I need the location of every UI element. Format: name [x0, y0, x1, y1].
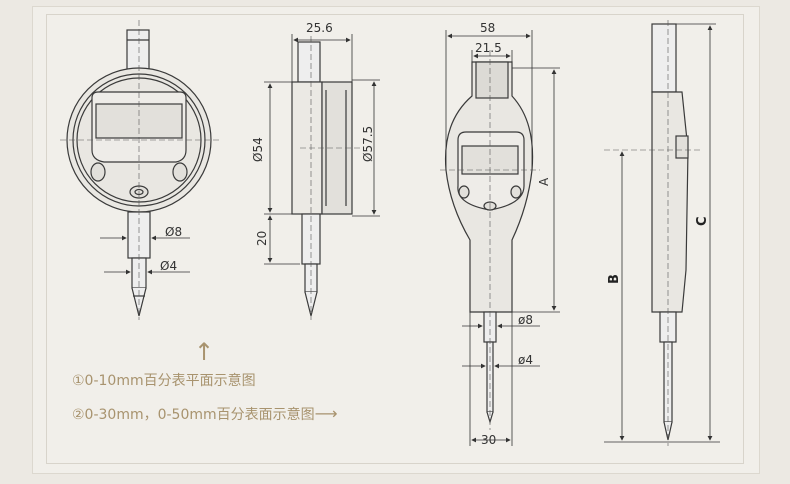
- dim-width-21-5: 21.5: [475, 41, 502, 55]
- dim-label-C: C: [695, 216, 710, 226]
- gauge-side-view-tall: [651, 23, 689, 441]
- caption-line-1-text: ①0-10mm百分表平面示意图: [72, 373, 256, 389]
- dim-height-20: 20: [255, 231, 269, 246]
- caption-line-1: ①0-10mm百分表平面示意图: [72, 370, 256, 390]
- dim-label-A: A: [537, 177, 551, 186]
- gauge-front-view-tall: [444, 61, 534, 425]
- up-arrow-icon: ↑: [194, 338, 214, 366]
- caption-line-2: ②0-30mm，0-50mm百分表面示意图⟶: [72, 404, 338, 424]
- dim-label-B: B: [607, 274, 622, 284]
- drawing-inner-border: [46, 14, 744, 464]
- gauge-side-view: [291, 41, 353, 317]
- dim-dia-4-small: Ø4: [160, 259, 177, 273]
- dim-width-58: 58: [480, 21, 495, 35]
- right-arrow-icon: ⟶: [314, 404, 338, 423]
- dim-dia-8-large: ø8: [518, 313, 533, 327]
- dim-dia-8-small: Ø8: [165, 225, 182, 239]
- caption-line-2-text: ②0-30mm，0-50mm百分表面示意图: [72, 407, 315, 423]
- dim-dia-57-5: Ø57.5: [361, 126, 375, 162]
- dim-width-25-6: 25.6: [306, 21, 333, 35]
- dim-width-30: 30: [481, 433, 496, 447]
- dim-dia-4-large: ø4: [518, 353, 533, 367]
- dim-dia-54: Ø54: [251, 137, 265, 162]
